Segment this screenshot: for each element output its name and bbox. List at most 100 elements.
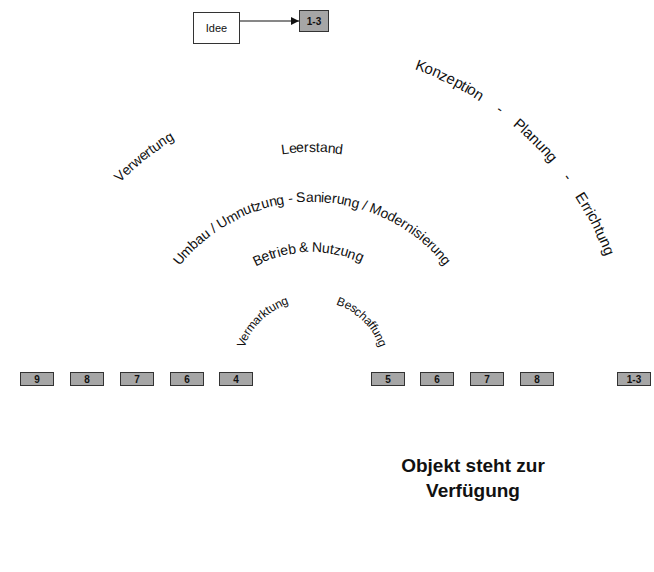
start-marker — [314, 273, 324, 287]
building-shadow — [187, 560, 397, 572]
phase-number: 7 — [470, 372, 504, 386]
band-letter: N — [312, 240, 323, 254]
baseline — [0, 386, 654, 438]
marker-down — [480, 386, 494, 393]
band-letter — [308, 240, 312, 254]
band-letter: d — [334, 141, 343, 156]
phase-number: 6 — [420, 372, 454, 386]
phase-number: 7 — [120, 372, 154, 386]
band-letter — [485, 94, 497, 109]
marker-up — [80, 386, 94, 393]
band-shape — [162, 222, 462, 372]
phase-number-label: 1-3 — [307, 16, 321, 27]
marker-down — [625, 386, 639, 393]
marker-up — [229, 386, 243, 393]
marker-up — [30, 386, 44, 393]
band-letter: a — [306, 190, 314, 204]
phase-number-label: 8 — [534, 374, 540, 385]
building-side — [346, 384, 364, 564]
phase-number: 8 — [70, 372, 104, 386]
baseline-markers — [30, 386, 639, 393]
marker-down — [430, 386, 444, 393]
region-border — [0, 438, 654, 572]
building-entrance — [285, 538, 313, 564]
region-fill — [0, 386, 654, 572]
phase-number: 8 — [520, 372, 554, 386]
connector-arrow — [240, 20, 299, 21]
phase-number-label: 5 — [385, 374, 391, 385]
band-letter: a — [319, 140, 328, 154]
band-letter: n — [313, 190, 321, 204]
band-shape — [312, 20, 652, 372]
band-fill — [312, 12, 651, 124]
band-fill — [312, 20, 652, 372]
object-region: Objekt steht zur Verfügung — [0, 386, 654, 572]
phase-number-label: 9 — [34, 374, 40, 385]
band-letter: - — [287, 191, 293, 205]
phase-number-label: 8 — [84, 374, 90, 385]
spoke — [275, 335, 312, 372]
band-shape — [312, 272, 412, 372]
building-roof — [250, 378, 364, 392]
marker-up — [130, 386, 144, 393]
door-split — [299, 538, 300, 564]
band-letter: e — [296, 140, 305, 154]
band-letter: b — [286, 241, 296, 256]
band-letter: - — [560, 170, 575, 183]
band-letter: g — [275, 192, 285, 207]
band-letter: r — [304, 140, 309, 154]
phase-number: 1-3 — [617, 372, 651, 386]
marker-down — [381, 386, 395, 393]
band-letter: & — [299, 240, 309, 255]
phase-number: 4 — [219, 372, 253, 386]
building-side-windows — [346, 392, 364, 550]
idea-box: Idee — [193, 12, 240, 44]
band-letter — [567, 180, 582, 192]
building-tower — [252, 384, 346, 564]
band-letter: S — [296, 190, 306, 205]
spoke — [312, 320, 313, 372]
region-outline — [0, 386, 654, 572]
phase-number: 5 — [371, 372, 405, 386]
band-letter: s — [309, 140, 316, 154]
center-spokes — [275, 320, 349, 372]
building-wing — [212, 472, 254, 564]
phase-number: 6 — [170, 372, 204, 386]
band-letter: t — [316, 140, 320, 154]
phase-number: 1-3 — [299, 10, 329, 32]
phase-number-label: 6 — [434, 374, 440, 385]
band-shape — [62, 122, 562, 372]
band-letter: - — [494, 101, 507, 116]
band-letter — [554, 161, 568, 174]
band-shape — [12, 72, 524, 372]
band-letter: e — [288, 141, 297, 156]
idea-label: Idee — [206, 22, 227, 34]
phase-number-label: 7 — [134, 374, 140, 385]
marker-up — [180, 386, 194, 393]
phase-number-label: 4 — [233, 374, 239, 385]
phase-number-label: 6 — [184, 374, 190, 385]
building-windows — [254, 390, 344, 550]
band-shape — [312, 12, 651, 124]
building-wing-windows — [212, 472, 254, 564]
region-label: Objekt steht zur Verfügung — [388, 454, 558, 503]
spoke — [312, 335, 349, 372]
phase-number-label: 1-3 — [627, 374, 641, 385]
phase-number: 9 — [20, 372, 54, 386]
